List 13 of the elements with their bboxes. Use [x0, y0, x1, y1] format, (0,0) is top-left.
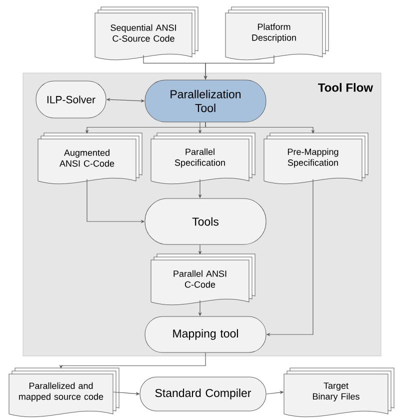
document-shape: Platform Description [225, 6, 329, 60]
document-shape: Parallel ANSI C-Code [150, 254, 256, 306]
node-label: Target Binary Files [312, 382, 360, 402]
process-box: Parallelization Tool [144, 80, 266, 122]
process-box: Mapping tool [144, 316, 266, 353]
process-box: Standard Compiler [140, 376, 266, 412]
process-box: Tools [144, 198, 266, 245]
document-shape: Augmented ANSI C-Code [38, 132, 142, 184]
document-shape: Target Binary Files [284, 368, 394, 418]
document-shape: Parallelized and mapped source code [8, 368, 120, 418]
document-shape: Pre-Mapping Specification [264, 132, 368, 184]
document-shape: Parallel Specification [150, 132, 256, 184]
document-shape: Sequential ANSI C-Source Code [94, 6, 198, 60]
